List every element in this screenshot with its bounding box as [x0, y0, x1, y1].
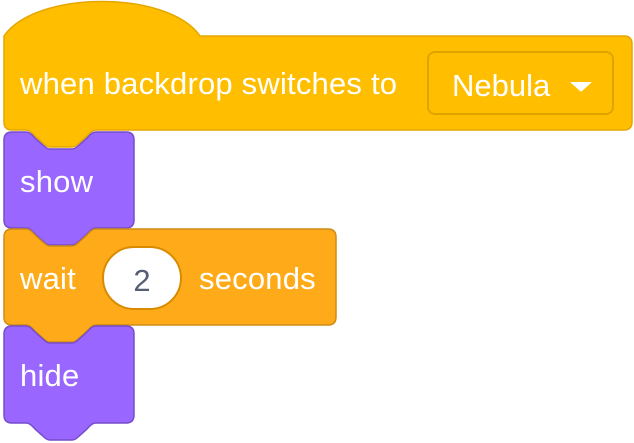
backdrop-dropdown-value: Nebula — [452, 68, 551, 103]
backdrop-dropdown[interactable]: Nebula — [427, 51, 614, 115]
wait-block-seconds-label: seconds — [199, 261, 316, 296]
show-block-label: show — [20, 164, 94, 199]
seconds-input[interactable]: 2 — [102, 246, 182, 310]
hide-block-label: hide — [20, 358, 80, 393]
hat-block-label: when backdrop switches to — [20, 66, 398, 101]
wait-block-label: wait — [20, 261, 76, 296]
hide-block[interactable] — [3, 325, 135, 441]
dropdown-caret-icon — [570, 82, 592, 92]
seconds-value: 2 — [133, 263, 151, 298]
